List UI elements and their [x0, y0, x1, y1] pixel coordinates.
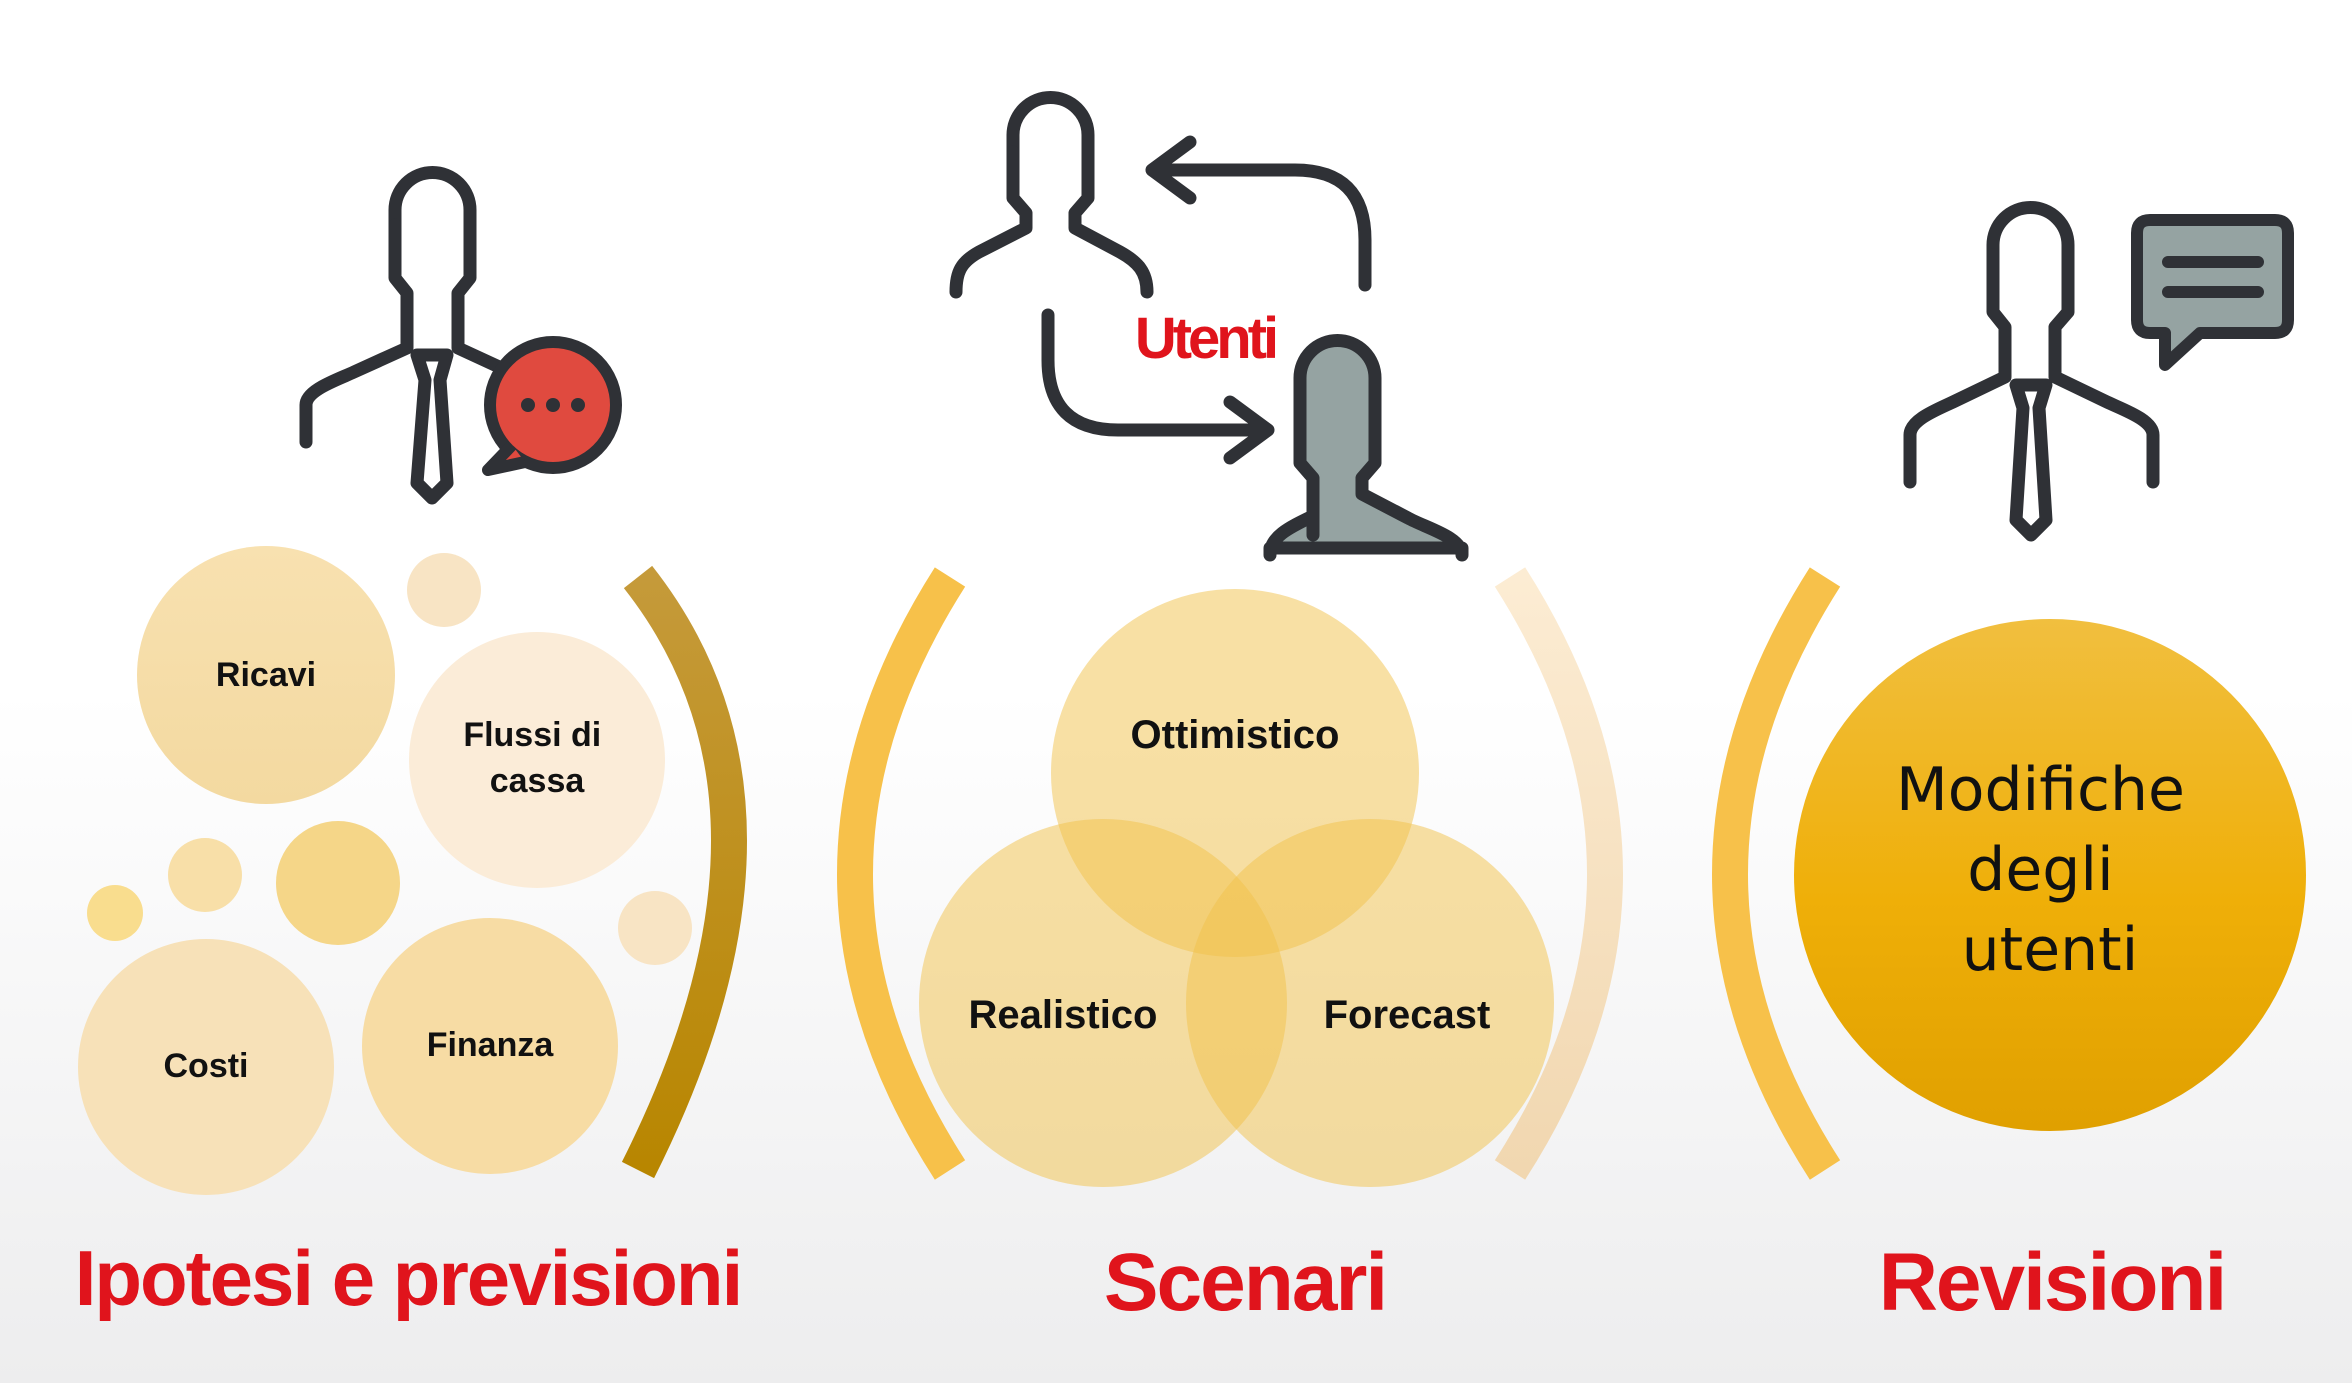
- bubble-costi: Costi: [164, 1047, 249, 1085]
- bubble-flussi-line2: cassa: [490, 762, 586, 800]
- bubble-flussi: Flussi di cassa: [463, 716, 610, 800]
- revisions-line3: utenti: [1962, 915, 2139, 985]
- bubble-flussi-line1: Flussi di: [463, 716, 601, 754]
- bubble-finanza: Finanza: [427, 1026, 555, 1064]
- venn-diagram: Ottimistico Realistico Forecast: [919, 589, 1554, 1187]
- users-label: Utenti: [1135, 306, 1276, 371]
- arrow-right-icon: [1041, 308, 1275, 465]
- chat-message-icon: [2131, 214, 2294, 371]
- closing-arc-pale: [1494, 567, 1623, 1180]
- bubble-cluster: Ricavi Flussi di cassa Costi Finanza: [78, 546, 692, 1195]
- venn-forecast: Forecast: [1324, 993, 1491, 1037]
- section-title-revisioni: Revisioni: [1879, 1237, 2226, 1328]
- user-outline-icon: [949, 91, 1154, 299]
- speech-bubble-red-icon: [482, 336, 622, 476]
- bubble-ricavi: Ricavi: [216, 656, 316, 694]
- arrow-left-icon: [1145, 135, 1372, 292]
- venn-realistico: Realistico: [969, 993, 1158, 1037]
- revisions-circle: [1794, 619, 2306, 1131]
- businessman-chat-icon: [1903, 201, 2160, 542]
- user-exchange-icon: [949, 91, 1372, 465]
- section-revisioni: Modifiche degli utenti Revisioni: [1712, 201, 2306, 1328]
- opening-arc-yellow: [837, 567, 966, 1180]
- section-ipotesi: Ricavi Flussi di cassa Costi Finanza Ipo…: [75, 166, 747, 1322]
- opening-arc-yellow-2: [1712, 567, 1841, 1180]
- revisions-circle-text: Modifiche degli utenti: [1896, 755, 2204, 985]
- closing-arc-dark: [621, 565, 747, 1179]
- revisions-line2: degli: [1967, 835, 2113, 905]
- user-gray-icon: [1263, 334, 1469, 562]
- revisions-line1: Modifiche: [1896, 755, 2185, 825]
- section-title-scenari: Scenari: [1104, 1237, 1386, 1328]
- venn-ottimistico: Ottimistico: [1131, 713, 1340, 757]
- businessman-speech-icon: [299, 166, 540, 505]
- section-scenari: Utenti Ottimistico Realistico Forecast S…: [837, 91, 1623, 1328]
- section-title-ipotesi: Ipotesi e previsioni: [75, 1234, 742, 1322]
